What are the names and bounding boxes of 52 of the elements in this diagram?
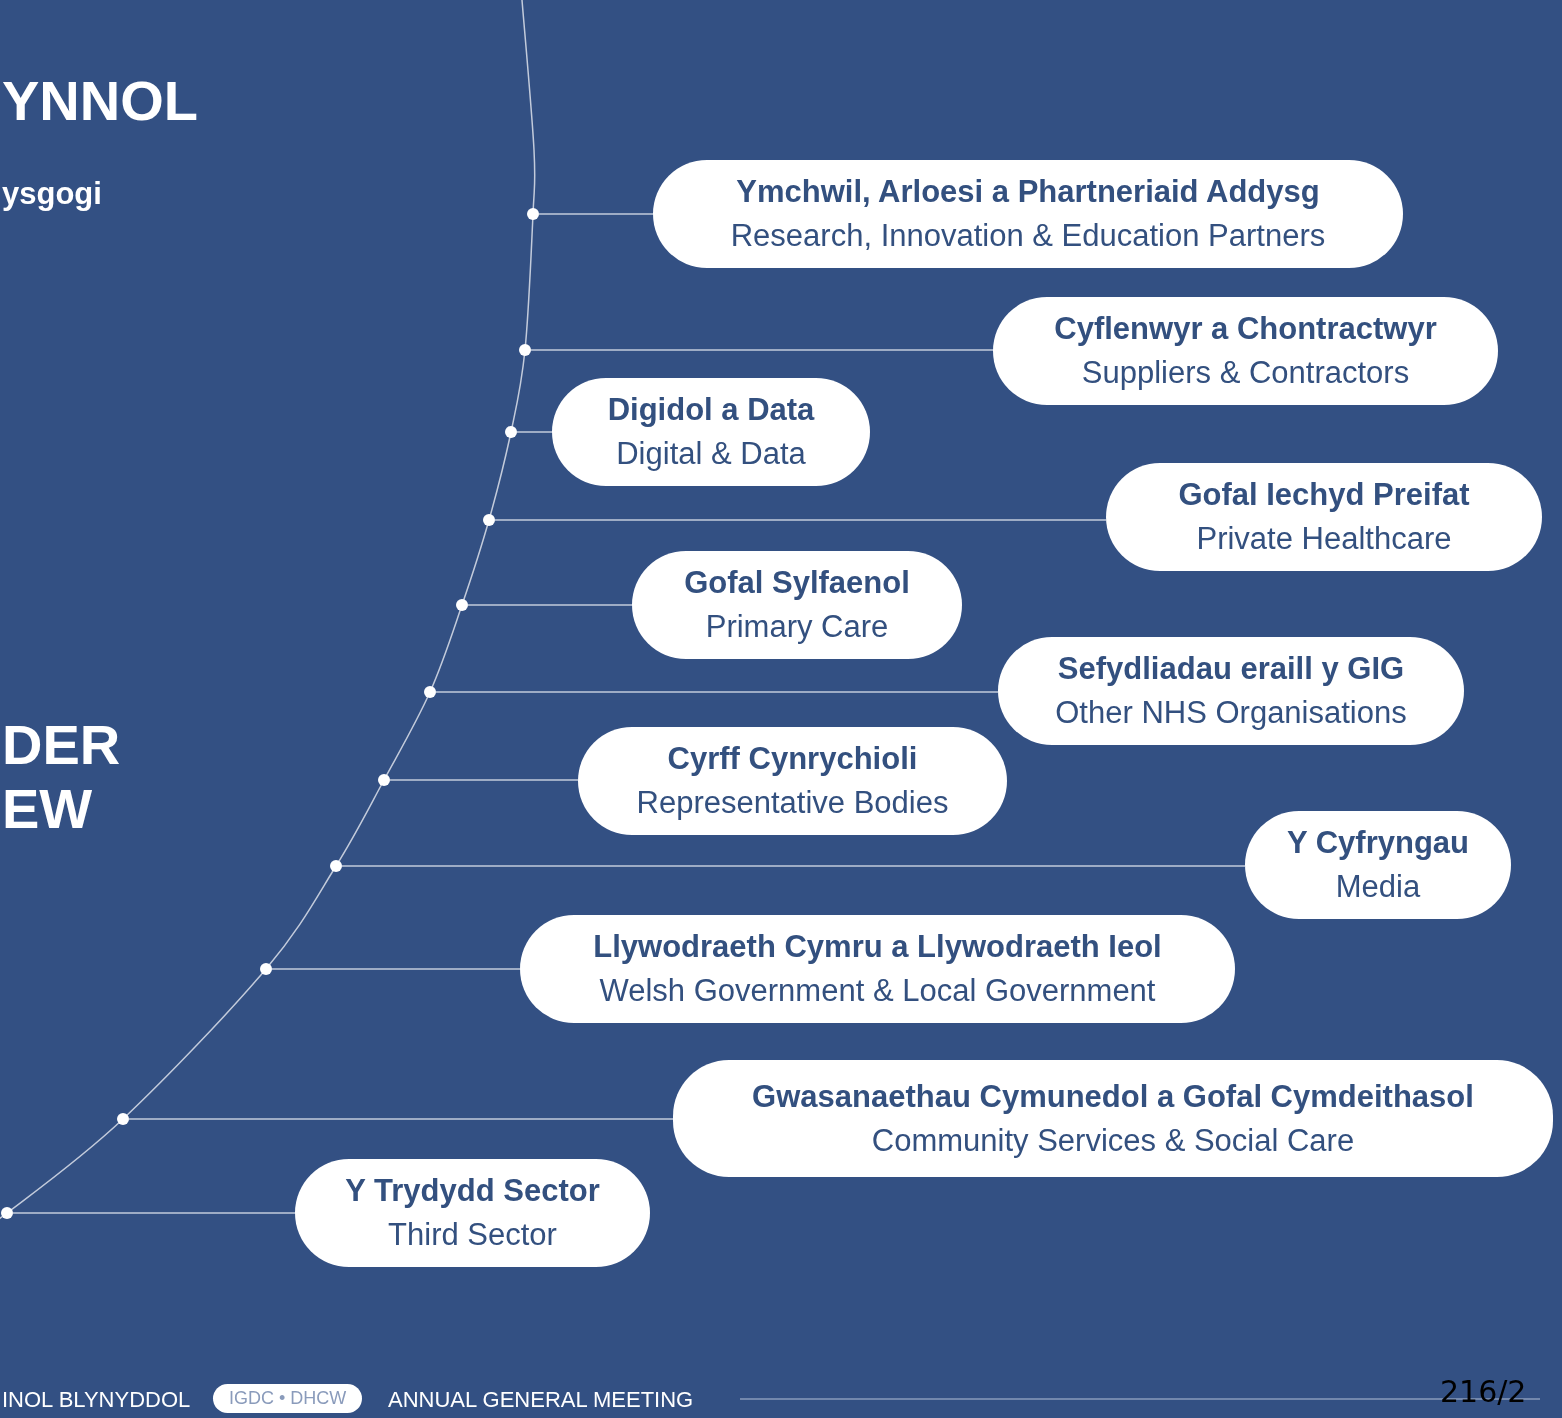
- connector-line: [128, 1118, 674, 1120]
- connector-line: [341, 865, 1246, 867]
- welsh-heading: Gofal Sylfaenol: [684, 564, 910, 602]
- welsh-heading: Llywodraeth Cymru a Llywodraeth Ieol: [593, 928, 1162, 966]
- english-subtitle: Research, Innovation & Education Partners: [730, 217, 1326, 255]
- junction-dot: [260, 963, 272, 975]
- page-number: 216/2: [1440, 1374, 1527, 1409]
- junction-dot: [330, 860, 342, 872]
- english-subtitle: Digital & Data: [616, 435, 806, 473]
- heading-fragment: YNNOL: [2, 68, 198, 133]
- welsh-heading: Cyrff Cynrychioli: [667, 740, 918, 778]
- english-subtitle: Private Healthcare: [1196, 520, 1452, 558]
- english-subtitle: Community Services & Social Care: [871, 1121, 1355, 1160]
- org-badge: IGDC • DHCW: [213, 1384, 363, 1413]
- english-subtitle: Third Sector: [388, 1216, 557, 1254]
- junction-dot: [1, 1207, 13, 1219]
- junction-dot: [424, 686, 436, 698]
- junction-dot: [456, 599, 468, 611]
- connector-line: [389, 779, 579, 781]
- welsh-heading: Y Trydydd Sector: [345, 1172, 600, 1210]
- connector-line: [12, 1212, 296, 1214]
- subheading-fragment: ysgogi: [2, 176, 102, 212]
- connector-line: [516, 431, 553, 433]
- welsh-heading: Cyflenwyr a Chontractwyr: [1054, 310, 1437, 348]
- english-subtitle: Welsh Government & Local Government: [599, 972, 1156, 1010]
- connector-line: [494, 519, 1107, 521]
- heading-fragment: EW: [2, 776, 93, 841]
- welsh-heading: Sefydliadau eraill y GIG: [1057, 650, 1405, 688]
- english-subtitle: Suppliers & Contractors: [1081, 354, 1410, 392]
- english-subtitle: Primary Care: [705, 608, 889, 646]
- footer-text: ANNUAL GENERAL MEETING: [388, 1387, 694, 1413]
- welsh-heading: Ymchwil, Arloesi a Phartneriaid Addysg: [736, 173, 1320, 211]
- english-subtitle: Representative Bodies: [636, 784, 949, 822]
- junction-dot: [519, 344, 531, 356]
- footer-text: INOL BLYNYDDOL: [2, 1387, 191, 1413]
- junction-dot: [505, 426, 517, 438]
- connector-line: [467, 604, 633, 606]
- heading-fragment: DER: [2, 712, 121, 777]
- junction-dot: [527, 208, 539, 220]
- english-subtitle: Media: [1335, 868, 1421, 906]
- welsh-heading: Digidol a Data: [607, 391, 815, 429]
- connector-line: [271, 968, 521, 970]
- connector-line: [435, 691, 999, 693]
- connector-line: [530, 349, 994, 351]
- junction-dot: [117, 1113, 129, 1125]
- welsh-heading: Y Cyfryngau: [1286, 824, 1469, 862]
- connector-line: [538, 213, 654, 215]
- welsh-heading: Gofal Iechyd Preifat: [1178, 476, 1470, 514]
- junction-dot: [483, 514, 495, 526]
- english-subtitle: Other NHS Organisations: [1055, 694, 1407, 732]
- junction-dot: [378, 774, 390, 786]
- welsh-heading: Gwasanaethau Cymunedol a Gofal Cymdeithasol: [752, 1077, 1474, 1116]
